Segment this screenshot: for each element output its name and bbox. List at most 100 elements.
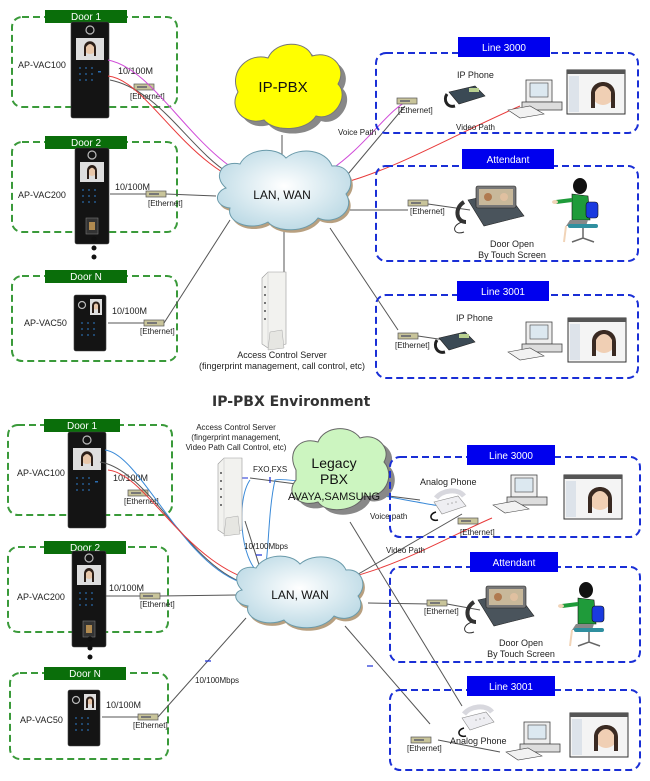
line-tag [467,445,555,465]
line-tag [467,676,555,696]
analog-phone-icon [459,707,494,736]
ethernet-switch-icon [397,332,419,340]
door-panel-ap-vac200 [74,147,110,245]
top-door-n-group: Door N AP-VAC50 10/100M [Ethernet] [11,270,178,362]
line-tag-label: Line 3000 [482,43,526,54]
bottom-access-control-server: Access Control Server (fingerprint manag… [186,423,288,551]
ellipsis-dots [91,236,97,260]
video-screen-icon [567,317,627,363]
video-screen-icon [569,712,629,758]
ethernet-switch-icon [137,713,159,721]
ip-pbx-cloud: IP-PBX [234,43,348,134]
line-tag [470,552,558,572]
top-attendant-group: Attendant [Ethernet] Door Open By Touch … [375,149,639,262]
door-panel-ap-vac100 [67,431,107,529]
ethernet-switch-icon [426,599,448,607]
door-tag-label: Door 2 [70,543,100,554]
link-speed: 10/100M [109,583,144,593]
ethernet-label: [Ethernet] [424,607,459,616]
door-tag [45,270,127,283]
analog-phone-icon [431,491,466,520]
server-label: Access Control Server [237,350,327,360]
ethernet-label: [Ethernet] [148,199,183,208]
door-model: AP-VAC200 [18,190,66,200]
door-tag-label: Door 1 [71,12,101,23]
ellipsis-dots [87,636,93,660]
ip-pbx-label: IP-PBX [258,79,307,96]
door-model: AP-VAC100 [17,468,65,478]
attendant-note: By Touch Screen [487,649,555,659]
bottom-door-2-group: Door 2 AP-VAC200 10/100M [Ethernet] [7,541,175,648]
ethernet-label: [Ethernet] [130,92,165,101]
bottom-door-1-group: Door 1 AP-VAC100 10/100M [Ethernet] [7,419,173,529]
door-panel-ap-vac200 [71,550,107,648]
computer-icon [492,474,548,514]
line-tag [458,37,550,57]
bottom-door-n-group: Door N AP-VAC50 10/100M [Ethernet] [9,667,169,760]
legacy-pbx-label: Legacy [311,455,356,471]
attendant-note: Door Open [490,239,534,249]
top-line-3001-group: Line 3001 IP Phone [Ethernet] [375,281,639,379]
top-line-3000-group: Line 3000 IP Phone [Ethernet] [375,37,639,134]
door-model: AP-VAC50 [20,715,63,725]
voice-path-label: Voice path [370,512,407,521]
door-panel-ap-vac50 [67,689,101,747]
door-tag-label: Door 2 [71,138,101,149]
line-tag [457,281,549,301]
legacy-pbx-cloud: Legacy PBX AVAYA,SAMSUNG [288,428,395,515]
door-panel-ap-vac100 [70,21,110,119]
server-label: Access Control Server [196,423,276,432]
line-tag-label: Line 3001 [489,682,533,693]
ethernet-label: [Ethernet] [410,207,445,216]
top-lan-wan-cloud: LAN, WAN [217,149,353,233]
door-tag-label: Door 1 [67,421,97,432]
door-tag-label: Door N [70,272,102,283]
server-description: Video Path Call Control, etc) [186,443,287,452]
fxo-fxs-label: FXO,FXS [253,465,287,474]
link-speed: 10/100M [118,66,153,76]
device-label: Analog Phone [450,736,507,746]
ethernet-label: [Ethernet] [460,528,495,537]
device-label: IP Phone [457,70,494,80]
line-tag [462,149,554,169]
door-tag [44,541,126,554]
bottom-line-3001-group: Line 3001 Analog Phone [Ethernet] [389,676,641,771]
ethernet-label: [Ethernet] [140,327,175,336]
ethernet-label: [Ethernet] [124,497,159,506]
video-screen-icon [563,474,623,520]
video-path-label: Video Path [386,546,425,555]
ethernet-switch-icon [145,190,167,198]
line-tag-label: Line 3000 [489,451,533,462]
ethernet-switch-icon [457,517,479,525]
computer-icon [505,721,561,761]
device-label: IP Phone [456,313,493,323]
ethernet-label: [Ethernet] [395,341,430,350]
attendant-note: Door Open [499,638,543,648]
ethernet-label: [Ethernet] [407,744,442,753]
link-speed: 10/100M [115,182,150,192]
computer-icon [507,79,563,119]
lan-wan-label: LAN, WAN [271,588,329,602]
legacy-pbx-label: PBX [320,471,349,487]
server-description: (fingerprint management, call control, e… [199,361,365,371]
video-path-label: Video Path [456,123,495,132]
ethernet-label: [Ethernet] [133,721,168,730]
voice-path-label: Voice Path [338,128,376,137]
server-link-speed: 10/100Mbps [244,542,288,551]
section-title: IP-PBX Environment [212,394,371,410]
server-icon [261,271,287,351]
door-model: AP-VAC200 [17,592,65,602]
video-screen-icon [566,69,626,115]
lan-wan-label: LAN, WAN [253,188,311,202]
door-tag [45,10,127,23]
device-label: Analog Phone [420,477,477,487]
top-access-control-server: Access Control Server (fingerprint manag… [199,271,365,371]
server-icon [217,457,243,537]
legacy-pbx-vendors: AVAYA,SAMSUNG [288,491,380,503]
door-tag [44,667,126,680]
bottom-lan-wan-cloud: LAN, WAN [235,555,365,631]
ip-phone-icon [433,330,477,354]
ip-phone-icon [443,84,487,108]
ethernet-switch-icon [143,319,165,327]
